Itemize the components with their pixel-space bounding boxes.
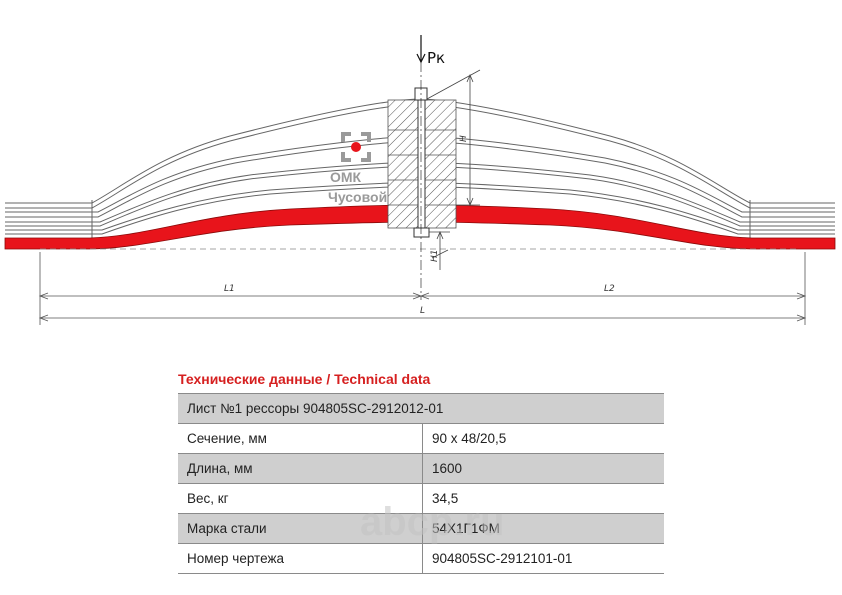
table-header-cell: Лист №1 рессоры 904805SC-2912012-01 <box>178 393 664 424</box>
tech-data-title: Технические данные / Technical data <box>178 371 431 387</box>
dim-h-label: H <box>459 135 469 142</box>
table-header-row: Лист №1 рессоры 904805SC-2912012-01 <box>178 393 664 424</box>
row-value: 1600 <box>422 453 664 484</box>
row-label: Номер чертежа <box>178 543 423 574</box>
row-value: 54Х1Г1ФМ <box>422 513 664 544</box>
tech-data-table: Лист №1 рессоры 904805SC-2912012-01 Сече… <box>178 393 664 574</box>
table-row: Длина, мм 1600 <box>178 453 664 484</box>
dim-l2-label: L2 <box>604 284 615 294</box>
row-label: Вес, кг <box>178 483 423 514</box>
leaf-spring-drawing: Pк H H1 L1 L2 L <box>4 35 836 325</box>
table-row: Марка стали 54Х1Г1ФМ <box>178 513 664 544</box>
dim-h1-label: H1 <box>430 250 440 263</box>
table-row: Вес, кг 34,5 <box>178 483 664 514</box>
dim-l-label: L <box>420 306 425 316</box>
row-value: 34,5 <box>422 483 664 514</box>
row-value: 904805SC-2912101-01 <box>422 543 664 574</box>
l2-dimension <box>419 292 807 300</box>
dim-l1-label: L1 <box>224 284 235 294</box>
load-arrow <box>416 35 426 300</box>
brand-name: ОМК <box>330 169 362 185</box>
brand-city: Чусовой <box>328 189 387 205</box>
omk-logo-mark <box>341 132 371 162</box>
row-value: 90 х 48/20,5 <box>422 423 664 454</box>
omk-logo: ОМК Чусовой <box>328 132 387 205</box>
h1-dimension <box>429 230 450 270</box>
omk-logo-dot <box>351 142 361 152</box>
row-label: Длина, мм <box>178 453 423 484</box>
extension-lines <box>39 252 806 325</box>
height-dimension <box>426 69 481 207</box>
load-label: Pк <box>427 49 445 67</box>
row-label: Сечение, мм <box>178 423 423 454</box>
l-dimension <box>38 314 807 322</box>
table-row: Номер чертежа 904805SC-2912101-01 <box>178 543 664 574</box>
table-row: Сечение, мм 90 х 48/20,5 <box>178 423 664 454</box>
row-label: Марка стали <box>178 513 423 544</box>
